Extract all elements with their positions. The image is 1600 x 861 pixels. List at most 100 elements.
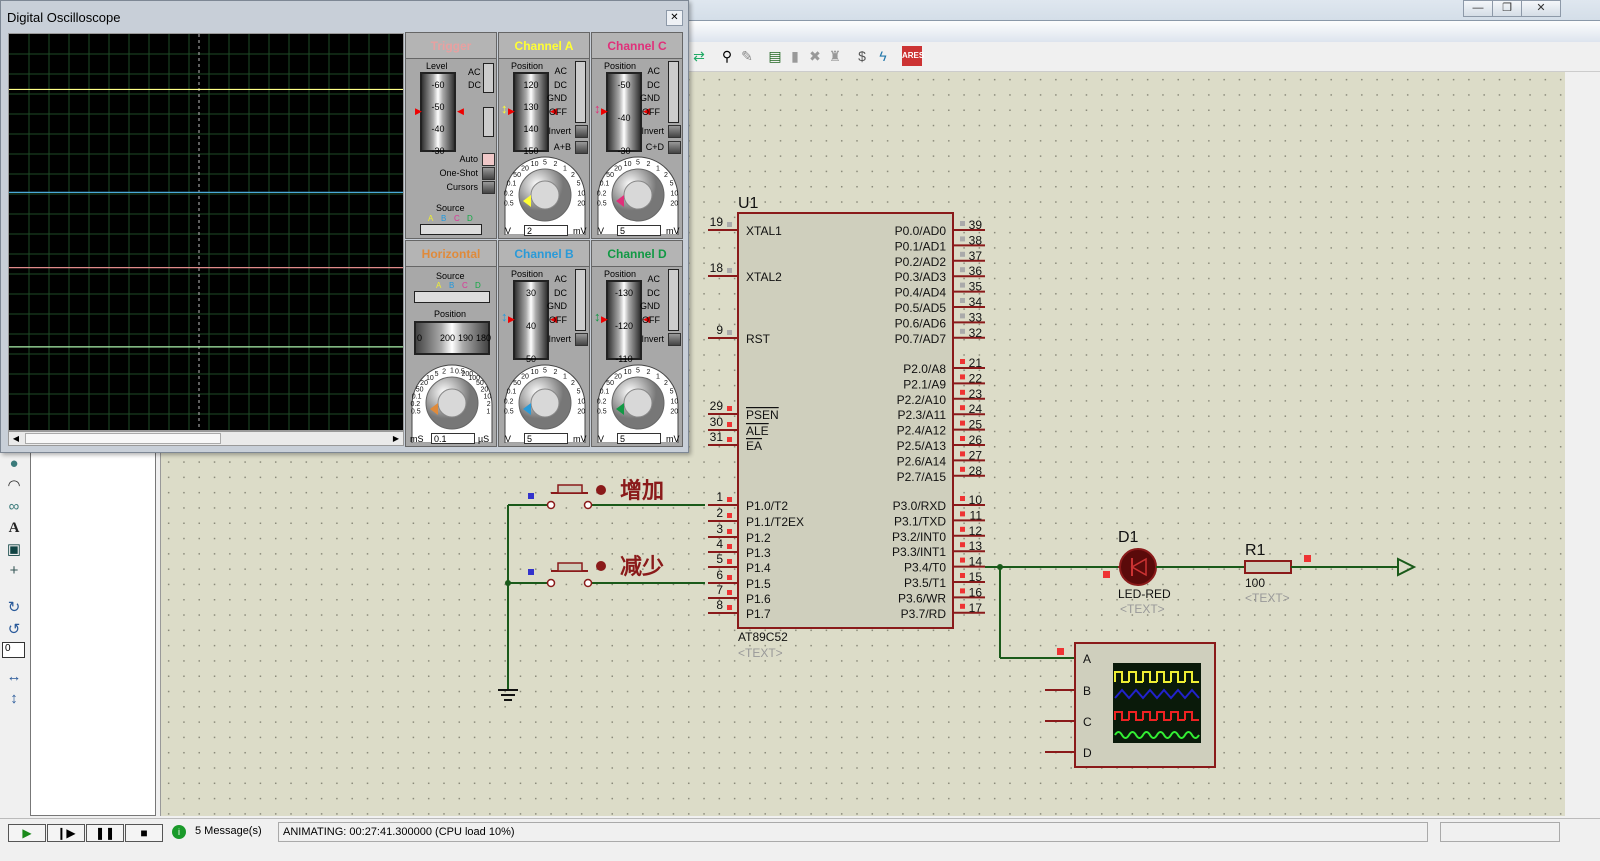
info-icon: i — [172, 825, 186, 839]
switch-cap[interactable] — [557, 484, 583, 494]
switch-cap[interactable] — [557, 562, 583, 572]
dial-label: 0.2 — [504, 398, 514, 405]
scroll-thumb[interactable] — [25, 433, 221, 444]
mirror-horizontal-icon[interactable]: ↔ — [6, 668, 22, 685]
scope-scrollbar[interactable]: ◀ ▶ — [8, 431, 404, 446]
oscilloscope-close-button[interactable]: ✕ — [666, 10, 683, 26]
auto-button[interactable] — [482, 153, 495, 166]
pin-name: P3.1/TXD — [894, 514, 946, 528]
dial-label: 2 — [553, 369, 557, 376]
rotate-ccw-icon[interactable]: ↺ — [7, 621, 21, 638]
knob-cap[interactable] — [623, 180, 653, 210]
position-drum[interactable]: -60-50-40-30 — [420, 72, 456, 156]
volts-per-div-input[interactable]: 5 — [617, 225, 661, 236]
knob-cap[interactable] — [530, 388, 560, 418]
position-drum[interactable]: -130-120-110 — [606, 280, 642, 364]
text-mode-icon[interactable]: A — [8, 520, 20, 536]
position-arrows-icon[interactable]: ↕ — [501, 309, 508, 324]
position-arrows-icon[interactable]: ↕ — [501, 101, 508, 116]
led-d1[interactable] — [1119, 548, 1157, 586]
pin-number: 33 — [969, 310, 983, 324]
switch-contact — [583, 578, 593, 588]
invert-button[interactable] — [668, 125, 681, 138]
coupling-switch[interactable] — [483, 63, 494, 93]
marker-mode-icon[interactable]: + — [9, 562, 19, 579]
design-explorer-icon[interactable]: ♜ — [828, 48, 842, 64]
page-icon[interactable]: ▮ — [791, 48, 799, 64]
play-button[interactable]: ▶ — [8, 824, 46, 842]
vertical-scrollbar[interactable] — [1565, 72, 1600, 818]
symbol-mode-icon[interactable]: ▣ — [6, 541, 22, 558]
timebase-input[interactable]: 0.1 — [431, 433, 475, 444]
step-button[interactable]: ❙▶ — [47, 824, 85, 842]
volts-per-div-input[interactable]: 5 — [617, 433, 661, 444]
coupling-switch[interactable] — [668, 61, 679, 123]
close-button[interactable]: ✕ — [1521, 0, 1561, 17]
pin-number: 36 — [969, 264, 983, 278]
device-list-panel[interactable] — [30, 452, 156, 816]
messages-count[interactable]: 5 Message(s) — [195, 825, 262, 837]
find-icon[interactable]: ⚲ — [721, 48, 733, 64]
pause-button[interactable]: ❚❚ — [86, 824, 124, 842]
resistor-r1[interactable] — [1244, 560, 1292, 574]
ares-icon[interactable]: ARES — [902, 46, 924, 66]
pin-name: P1.7 — [746, 607, 771, 621]
invert-button[interactable] — [668, 333, 681, 346]
invert-button[interactable] — [575, 125, 588, 138]
volts-per-div-input[interactable]: 5 — [524, 433, 568, 444]
unit-left: V — [598, 434, 605, 444]
scroll-left-icon[interactable]: ◀ — [12, 434, 20, 443]
horizontal-source-slider[interactable] — [414, 291, 490, 303]
pin-state-marker — [727, 544, 732, 549]
one-shot-button[interactable] — [482, 167, 495, 180]
edge-switch[interactable] — [483, 107, 494, 137]
graph-mode-icon[interactable]: ◠ — [7, 477, 21, 494]
stop-button[interactable]: ■ — [125, 824, 163, 842]
generator-mode-icon[interactable]: ∞ — [8, 498, 20, 515]
combine-button[interactable] — [575, 141, 588, 154]
knob-cap[interactable] — [530, 180, 560, 210]
dial-label: 5 — [670, 181, 674, 188]
mirror-vertical-icon[interactable]: ↕ — [10, 690, 18, 707]
rotate-cw-icon[interactable]: ↻ — [7, 599, 21, 616]
chip-u1[interactable] — [737, 212, 954, 629]
bom-icon[interactable]: ▤ — [768, 48, 782, 64]
coupling-switch[interactable] — [668, 269, 679, 331]
source-2: C — [462, 281, 468, 290]
netlist-ares-icon[interactable]: ϟ — [879, 48, 887, 64]
coupling-switch[interactable] — [575, 269, 586, 331]
knob-cap[interactable] — [437, 388, 467, 418]
trigger-source-slider[interactable] — [420, 224, 482, 235]
dial-label: 20 — [577, 409, 585, 416]
volts-per-div-input[interactable]: 2 — [524, 225, 568, 236]
property-tool-icon[interactable]: ✎ — [741, 48, 753, 64]
cursors-button[interactable] — [482, 181, 495, 194]
netlist-icon[interactable]: ⇄ — [693, 48, 705, 64]
position-drum[interactable]: -50-40-30 — [606, 72, 642, 156]
invert-button[interactable] — [575, 333, 588, 346]
pin-name: P1.4 — [746, 561, 771, 575]
resistor-value: 100 — [1245, 576, 1265, 590]
pin-state-marker — [960, 436, 965, 441]
rotation-input[interactable]: 0 — [2, 642, 25, 658]
position-label: Position — [604, 269, 637, 279]
position-arrows-icon[interactable]: ↕ — [594, 309, 601, 324]
coupling-switch[interactable] — [575, 61, 586, 123]
terminal-mode-icon[interactable]: ● — [9, 455, 19, 472]
delete-sheet-icon[interactable]: ✖ — [809, 48, 821, 64]
position-arrows-icon[interactable]: ↕ — [594, 101, 601, 116]
electrical-check-icon[interactable]: $ — [858, 48, 866, 64]
scroll-right-icon[interactable]: ▶ — [392, 434, 400, 443]
combine-button[interactable] — [668, 141, 681, 154]
knob-cap[interactable] — [623, 388, 653, 418]
unit-right: mV — [666, 226, 680, 236]
